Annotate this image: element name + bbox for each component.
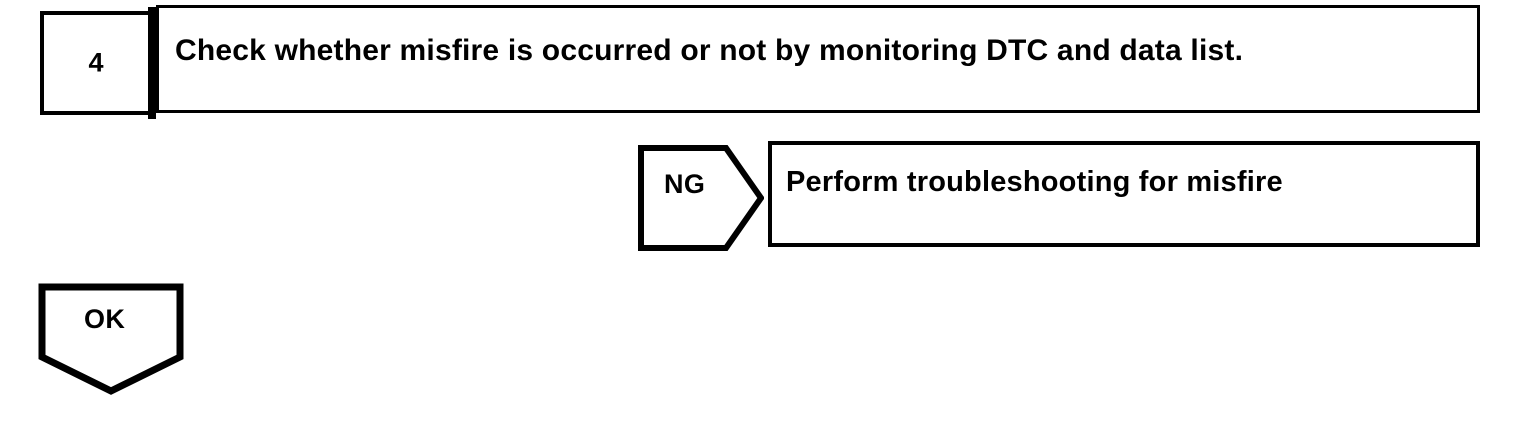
step-number-cell: 4: [40, 11, 152, 115]
ng-action-label: Perform troubleshooting for misfire: [786, 166, 1283, 198]
ng-arrow-shape: NG: [638, 145, 764, 251]
step-divider-bar: [148, 7, 156, 119]
ng-label: NG: [664, 169, 706, 199]
step-instruction-cell: Check whether misfire is occurred or not…: [156, 5, 1480, 113]
step-instruction-label: Check whether misfire is occurred or not…: [175, 34, 1244, 67]
ng-branch: NG Perform troubleshooting for misfire: [638, 141, 1480, 251]
ok-label: OK: [84, 304, 126, 334]
ng-arrow-icon: [638, 145, 764, 251]
ok-arrow-shape: OK: [38, 283, 184, 395]
ok-arrow-icon: [38, 283, 184, 395]
ng-action-box: Perform troubleshooting for misfire: [768, 141, 1480, 247]
step-row: 4 Check whether misfire is occurred or n…: [40, 5, 1480, 119]
step-number-label: 4: [88, 47, 104, 78]
